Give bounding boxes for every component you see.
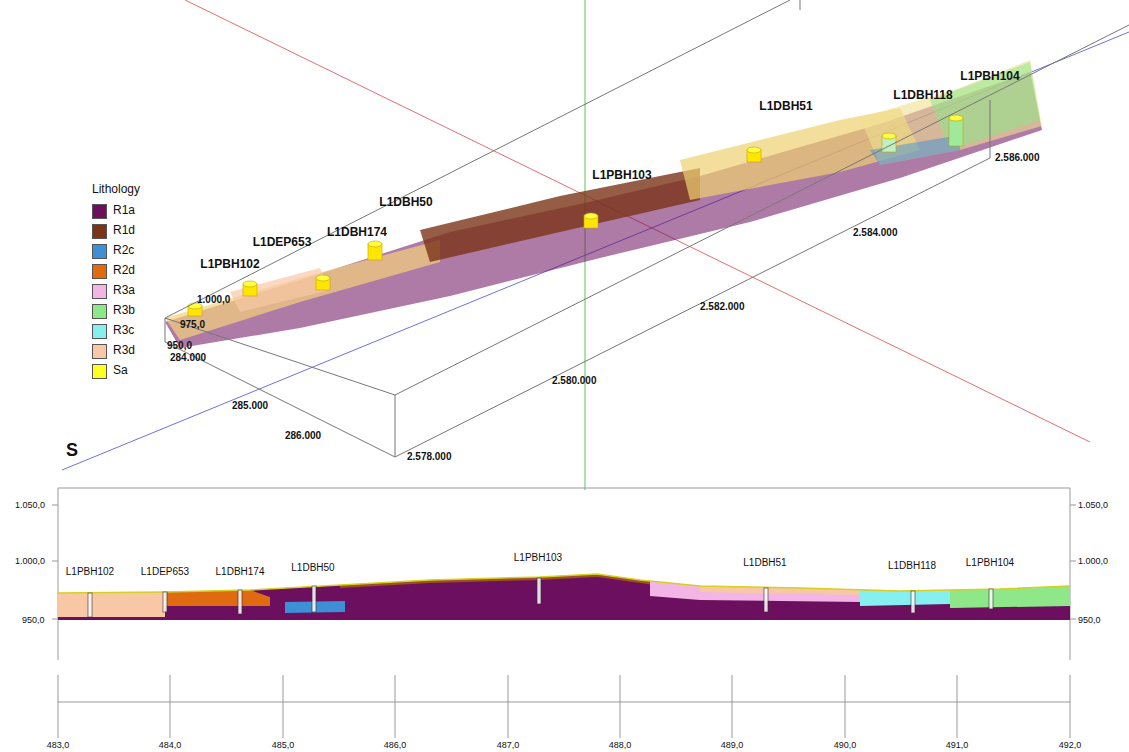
borehole-label: L1DBH118 xyxy=(888,560,936,572)
legend-title: Lithology xyxy=(92,183,140,197)
legend-label: Sa xyxy=(113,364,128,378)
legend-swatch xyxy=(92,304,107,319)
section-frame xyxy=(52,488,1076,660)
northing-tick: 2.584.000 xyxy=(853,227,898,239)
borehole-label: L1PBH102 xyxy=(200,258,259,272)
distance-tick: 488,0 xyxy=(609,740,632,750)
borehole-label: L1PBH102 xyxy=(66,566,114,578)
legend-label: R2c xyxy=(113,244,134,258)
lithology-body xyxy=(165,60,1042,348)
northing-tick: 2.582.000 xyxy=(700,301,745,313)
borehole-label: L1DBH174 xyxy=(327,226,387,240)
legend-label: R3d xyxy=(113,344,135,358)
borehole-label: L1PBH104 xyxy=(966,557,1014,569)
borehole-label: L1DBH51 xyxy=(759,100,812,114)
legend-swatch xyxy=(92,364,107,379)
northing-tick: 2.580.000 xyxy=(552,375,597,387)
axis-line xyxy=(62,32,1129,470)
orientation-letter: S xyxy=(66,440,78,461)
distance-tick: 489,0 xyxy=(721,740,744,750)
borehole-label: L1DEP653 xyxy=(253,236,312,250)
distance-tick: 487,0 xyxy=(497,740,520,750)
elevation-tick: 950,0 xyxy=(1078,615,1101,625)
legend-label: R3a xyxy=(113,284,135,298)
northing-tick: 2.586.000 xyxy=(995,152,1040,164)
borehole-label: L1DBH174 xyxy=(216,566,265,578)
cross-section xyxy=(58,574,1070,620)
distance-tick: 492,0 xyxy=(1059,740,1082,750)
legend-swatch xyxy=(92,344,107,359)
legend-label: R1a xyxy=(113,204,135,218)
northing-tick: 2.578.000 xyxy=(407,451,452,463)
borehole-label: L1DBH50 xyxy=(379,196,432,210)
legend-swatch xyxy=(92,244,107,259)
distance-tick: 490,0 xyxy=(834,740,857,750)
borehole-label: L1DBH118 xyxy=(893,89,952,103)
elevation-tick: 1.050,0 xyxy=(15,500,45,510)
borehole-label: L1DBH50 xyxy=(291,562,334,574)
legend-label: R3c xyxy=(113,324,134,338)
distance-tick: 485,0 xyxy=(272,740,295,750)
legend-label: R1d xyxy=(113,224,135,238)
legend-swatch xyxy=(92,264,107,279)
borehole-label: L1PBH103 xyxy=(592,169,651,183)
elevation-tick: 1.000,0 xyxy=(1078,556,1108,566)
easting-tick: 285.000 xyxy=(232,400,268,412)
legend-label: R2d xyxy=(113,264,135,278)
borehole-label: L1PBH103 xyxy=(514,552,562,564)
legend-swatch xyxy=(92,204,107,219)
elevation-tick: 1.050,0 xyxy=(1078,500,1108,510)
borehole-log xyxy=(88,578,993,617)
model-box xyxy=(165,0,1129,457)
distance-tick: 483,0 xyxy=(47,740,70,750)
easting-tick: 284.000 xyxy=(170,352,206,364)
distance-tick: 484,0 xyxy=(159,740,182,750)
borehole-cylinder xyxy=(188,115,963,316)
elevation-tick: 950,0 xyxy=(22,615,45,625)
elevation-tick: 950,0 xyxy=(167,340,192,352)
borehole-label: L1DBH51 xyxy=(743,557,786,569)
legend-swatch xyxy=(92,224,107,239)
elevation-tick: 975,0 xyxy=(180,319,205,331)
elevation-tick: 1.000,0 xyxy=(197,294,230,306)
distance-scale xyxy=(58,675,1070,738)
borehole-label: L1DEP653 xyxy=(141,566,189,578)
legend-swatch xyxy=(92,284,107,299)
legend-label: R3b xyxy=(113,304,135,318)
easting-tick: 286.000 xyxy=(285,430,321,442)
distance-tick: 486,0 xyxy=(384,740,407,750)
distance-tick: 491,0 xyxy=(946,740,969,750)
legend-swatch xyxy=(92,324,107,339)
elevation-tick: 1.000,0 xyxy=(15,556,45,566)
borehole-label: L1PBH104 xyxy=(960,70,1019,84)
